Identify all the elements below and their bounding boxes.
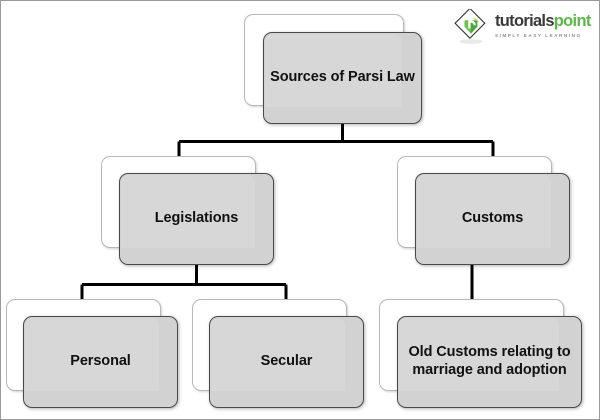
logo-word-accent: point xyxy=(553,12,592,30)
node-label: Sources of Parsi Law xyxy=(270,69,415,86)
logo-wordmark: tutorialspoint SIMPLY EASY LEARNING xyxy=(495,13,597,38)
node-label: Personal xyxy=(70,353,131,370)
node-front-card[interactable]: Sources of Parsi Law xyxy=(263,32,422,124)
node-front-card[interactable]: Customs xyxy=(415,173,570,265)
logo-tagline: SIMPLY EASY LEARNING xyxy=(495,32,582,38)
node-front-card[interactable]: Secular xyxy=(209,316,364,408)
node-front-card[interactable]: Legislations xyxy=(119,173,274,265)
logo-word: tutorialspoint xyxy=(495,13,597,30)
logo-word-primary: tutorials xyxy=(495,12,554,30)
node-front-card[interactable]: Old Customs relating to marriage and ado… xyxy=(397,316,582,408)
node-label: Secular xyxy=(260,353,313,370)
node-label: Customs xyxy=(461,210,524,227)
node-label: Old Customs relating to marriage and ado… xyxy=(408,344,571,378)
tutorialspoint-logo[interactable]: tutorialspoint SIMPLY EASY LEARNING xyxy=(453,7,597,47)
node-front-card[interactable]: Personal xyxy=(23,316,178,408)
diamond-leaf-icon xyxy=(454,9,486,44)
node-label: Legislations xyxy=(154,210,239,227)
